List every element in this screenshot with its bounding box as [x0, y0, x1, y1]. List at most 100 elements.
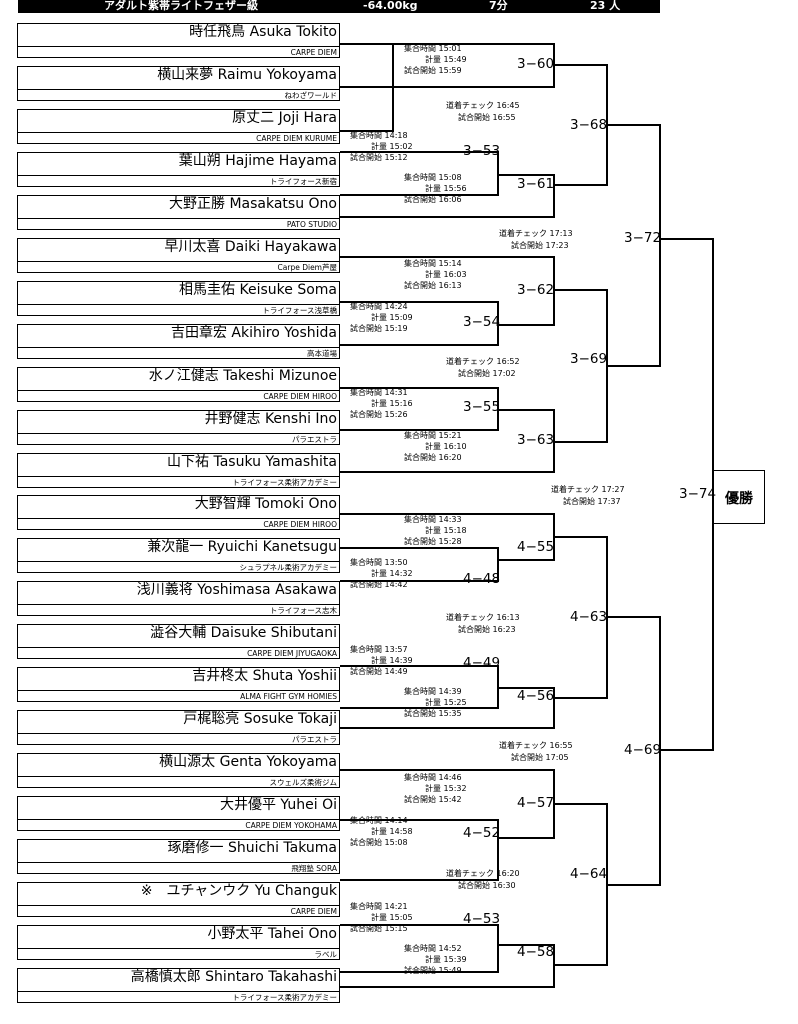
competitor-entry: 葉山朔 Hajime Hayama トライフォース新宿 — [17, 152, 340, 192]
schedule-start: 試合開始 15:08 — [350, 838, 408, 847]
competitor-affiliation: CARPE DIEM — [290, 907, 337, 916]
schedule-weigh: 計量 15:02 — [371, 142, 413, 151]
schedule-weigh: 計量 15:56 — [425, 184, 467, 193]
schedule-call: 集合時間 14:18 — [350, 131, 408, 140]
match-number: 3−72 — [624, 230, 662, 246]
competitor-box-frame — [17, 23, 340, 58]
competitor-affiliation: ラベル — [314, 950, 338, 959]
gi-check-time: 道着チェック 17:13 — [499, 229, 573, 238]
competitor-name: 大井優平 Yuhei Oi — [219, 797, 337, 813]
competitor-name: 兼次龍一 Ryuichi Kanetsugu — [147, 539, 337, 555]
competitor-box-frame — [17, 66, 340, 101]
competitor-affiliation: CARPE DIEM YOKOHAMA — [245, 821, 337, 830]
match-number: 4−49 — [463, 655, 501, 671]
schedule-call: 集合時間 15:14 — [404, 259, 462, 268]
schedule-weigh: 計量 14:39 — [371, 656, 413, 665]
competitor-box-frame — [17, 109, 340, 144]
schedule-call: 集合時間 14:52 — [404, 944, 462, 953]
schedule-start: 試合開始 16:06 — [404, 195, 462, 204]
schedule-call: 集合時間 15:21 — [404, 431, 462, 440]
match-start-time: 試合開始 17:23 — [511, 241, 569, 250]
competitor-box-frame — [17, 152, 340, 187]
schedule-start: 試合開始 15:42 — [404, 795, 462, 804]
schedule-call: 集合時間 14:46 — [404, 773, 462, 782]
competitor-box-frame — [17, 624, 340, 659]
competitor-name: 吉田章宏 Akihiro Yoshida — [170, 325, 337, 341]
competitor-affiliation: トライフォース新宿 — [269, 177, 337, 186]
competitor-name: 澁谷大輔 Daisuke Shibutani — [150, 625, 337, 641]
competitor-affiliation: PATO STUDIO — [286, 220, 337, 229]
competitor-name: 琢磨修一 Shuichi Takuma — [167, 840, 337, 856]
competitor-affiliation: パラエストラ — [292, 735, 337, 744]
match-number: 3−74 — [679, 486, 717, 502]
competitor-name: 葉山朔 Hajime Hayama — [178, 153, 337, 169]
competitor-name: 戸梶聡亮 Sosuke Tokaji — [183, 711, 337, 727]
match-number: 4−64 — [570, 866, 608, 882]
competitor-name: 横山源太 Genta Yokoyama — [159, 754, 337, 770]
competitor-box-frame — [17, 796, 340, 831]
weight-limit: -64.00kg — [363, 0, 418, 12]
schedule-start: 試合開始 15:49 — [404, 966, 462, 975]
competitor-affiliation: トライフォース柔術アカデミー — [232, 993, 337, 1002]
competitor-name: 早川太喜 Daiki Hayakawa — [164, 239, 337, 255]
competitor-box-frame — [17, 882, 340, 917]
competitor-name: ※ ユチャンウク Yu Changuk — [140, 883, 337, 899]
competitor-name: 時任飛鳥 Asuka Tokito — [189, 24, 337, 40]
gi-check-time: 道着チェック 17:27 — [551, 485, 625, 494]
competitor-affiliation: トライフォース浅草橋 — [262, 306, 337, 315]
competitor-box-frame — [17, 453, 340, 488]
schedule-weigh: 計量 15:25 — [425, 698, 467, 707]
competitor-affiliation: CARPE DIEM KURUME — [256, 134, 337, 143]
division-title: アダルト紫帯ライトフェザー級 — [104, 0, 258, 12]
schedule-weigh: 計量 16:10 — [425, 442, 467, 451]
schedule-start: 試合開始 16:20 — [404, 453, 462, 462]
division-header: アダルト紫帯ライトフェザー級 -64.00kg 7分 23 人 — [18, 0, 660, 13]
schedule-call: 集合時間 14:31 — [350, 388, 408, 397]
schedule-call: 集合時間 14:24 — [350, 302, 408, 311]
schedule-weigh: 計量 15:49 — [425, 55, 467, 64]
schedule-call: 集合時間 14:33 — [404, 515, 462, 524]
schedule-call: 集合時間 15:01 — [404, 44, 462, 53]
winner-label: 優勝 — [725, 491, 753, 507]
gi-check-time: 道着チェック 16:55 — [499, 741, 573, 750]
match-number: 4−69 — [624, 742, 662, 758]
schedule-call: 集合時間 14:39 — [404, 687, 462, 696]
schedule-start: 試合開始 15:26 — [350, 410, 408, 419]
match-number: 3−53 — [463, 143, 501, 159]
match-number: 3−62 — [517, 282, 555, 298]
schedule-weigh: 計量 15:18 — [425, 526, 467, 535]
competitor-box-frame — [17, 238, 340, 273]
match-number: 4−63 — [570, 609, 608, 625]
competitor-name: 井野健志 Kenshi Ino — [204, 411, 338, 427]
schedule-weigh: 計量 15:09 — [371, 313, 413, 322]
match-number: 4−58 — [517, 944, 555, 960]
match-number: 4−52 — [463, 825, 501, 841]
competitor-box-frame — [17, 925, 340, 960]
gi-check-time: 道着チェック 16:52 — [446, 357, 520, 366]
match-number: 3−55 — [463, 399, 501, 415]
competitor-box-frame — [17, 495, 340, 530]
competitor-box-frame — [17, 538, 340, 573]
schedule-start: 試合開始 15:12 — [350, 153, 408, 162]
competitor-affiliation: ALMA FIGHT GYM HOMIES — [240, 692, 337, 701]
competitor-box-frame — [17, 968, 340, 1003]
competitor-count: 23 人 — [590, 0, 621, 12]
competitor-name: 横山来夢 Raimu Yokoyama — [157, 67, 337, 83]
schedule-call: 集合時間 14:14 — [350, 816, 408, 825]
match-number: 4−55 — [517, 539, 555, 555]
gi-check-time: 道着チェック 16:20 — [446, 869, 520, 878]
match-time: 7分 — [489, 0, 508, 12]
